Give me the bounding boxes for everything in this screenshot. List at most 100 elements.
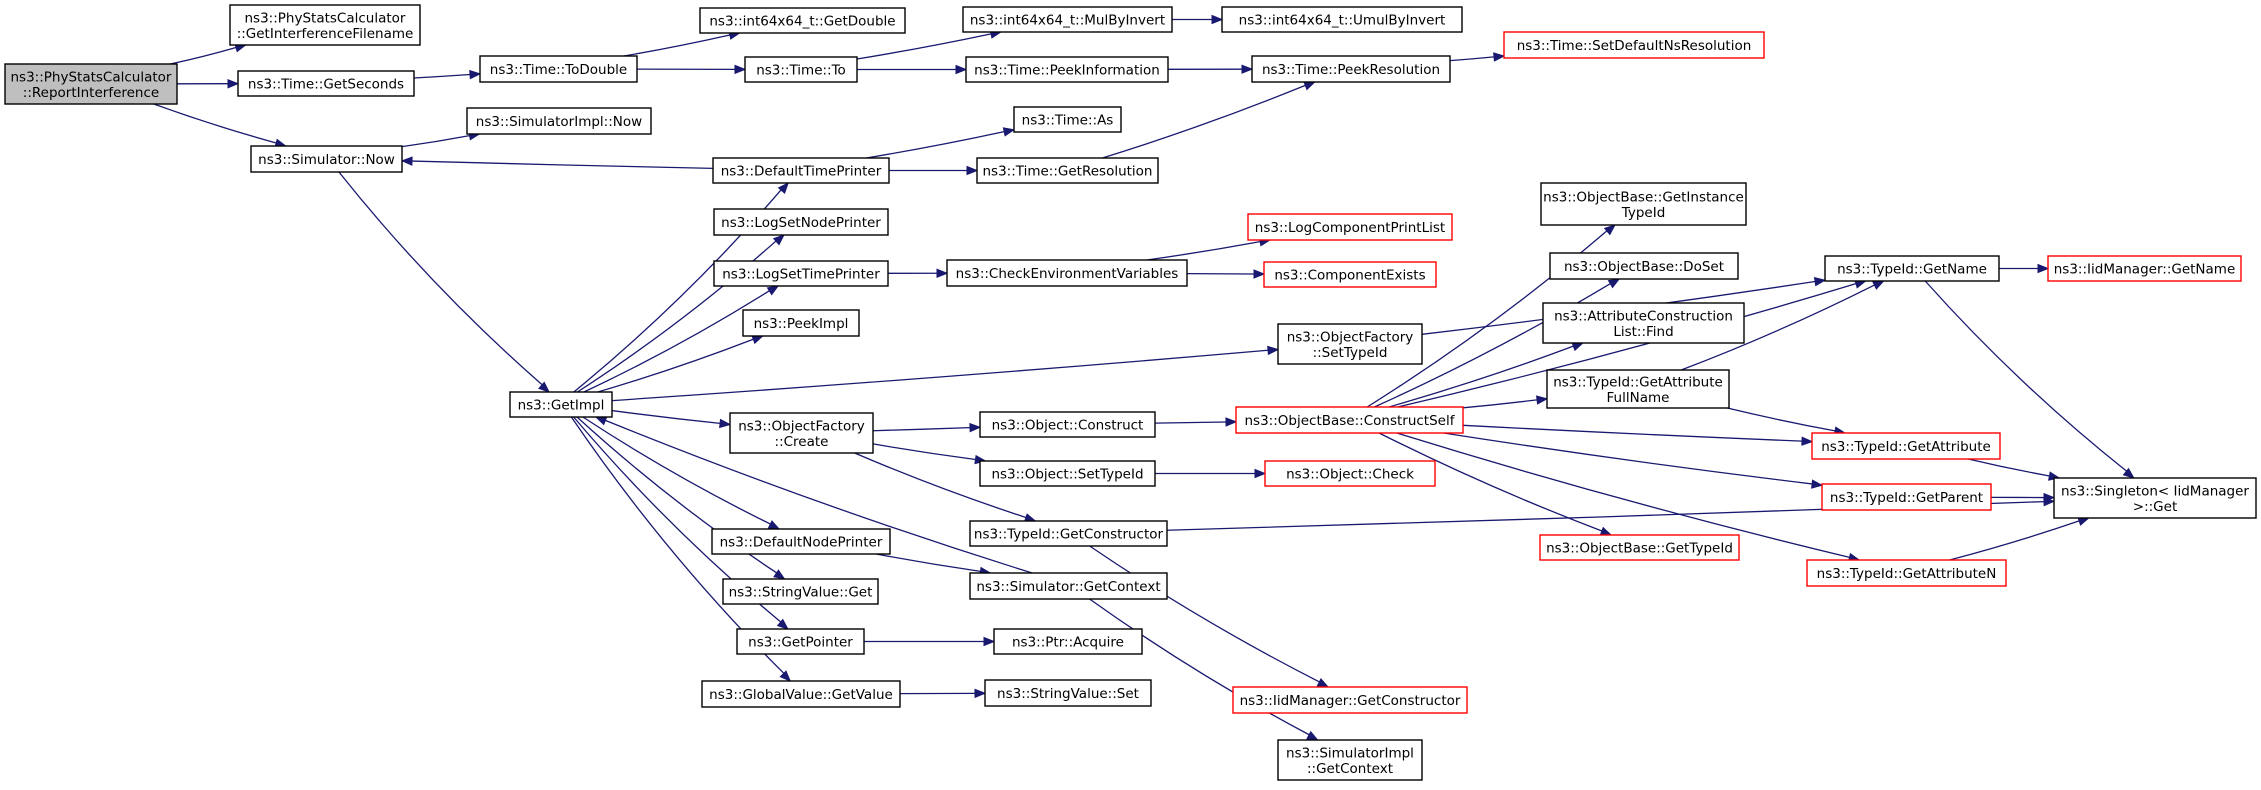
node-root: ns3::PhyStatsCalculator::ReportInterfere… [5,64,177,104]
edge-getimpl-to-objectfactory-settypeid [612,350,1268,400]
node-iidmanager-getconstructor[interactable]: ns3::IidManager::GetConstructor [1233,687,1467,713]
node-time-setdefaultnsresolution[interactable]: ns3::Time::SetDefaultNsResolution [1504,32,1764,58]
node-stringvalue-get[interactable]: ns3::StringValue::Get [723,579,878,604]
arrowhead-iidmanager-getconstructor [1317,679,1328,687]
node-objectbase-constructself[interactable]: ns3::ObjectBase::ConstructSelf [1236,407,1463,433]
node-label: ns3::AttributeConstruction [1554,308,1733,324]
node-objectbase-doset[interactable]: ns3::ObjectBase::DoSet [1550,253,1738,279]
node-objectfactory-settypeid[interactable]: ns3::ObjectFactory::SetTypeId [1278,324,1422,364]
node-label: ns3::Time::PeekInformation [974,63,1160,79]
edge-objectbase-constructself-to-typeid-getattribute [1463,425,1802,441]
arrowhead-time-todouble [470,71,480,79]
node-simulator-now[interactable]: ns3::Simulator::Now [251,146,402,172]
node-time-getseconds[interactable]: ns3::Time::GetSeconds [238,71,414,96]
node-time-to[interactable]: ns3::Time::To [745,57,857,82]
node-label: ns3::Object::Construct [992,418,1144,434]
node-label: ns3::Time::GetSeconds [248,77,404,93]
node-object-check[interactable]: ns3::Object::Check [1265,461,1435,486]
node-simulatorimpl-getcontext[interactable]: ns3::SimulatorImpl::GetContext [1278,740,1422,780]
node-typeid-getconstructor[interactable]: ns3::TypeId::GetConstructor [970,521,1167,546]
node-typeid-getattribute[interactable]: ns3::TypeId::GetAttribute [1812,433,2000,459]
node-label: ns3::TypeId::GetParent [1830,490,1983,506]
node-object-construct[interactable]: ns3::Object::Construct [980,412,1155,437]
node-logsetnodeprinter[interactable]: ns3::LogSetNodePrinter [714,209,888,235]
edge-defaulttimeprinter-to-simulator-now [412,161,713,168]
node-stringvalue-set[interactable]: ns3::StringValue::Set [985,680,1151,706]
node-ptr-acquire[interactable]: ns3::Ptr::Acquire [994,629,1142,654]
node-int64-mulbyinvert[interactable]: ns3::int64x64_t::MulByInvert [963,7,1172,32]
node-simulator-getcontext[interactable]: ns3::Simulator::GetContext [970,573,1167,599]
arrowhead-logsettimeprinter [767,286,778,295]
edge-typeid-getattributefullname-to-typeid-getattribute [1727,408,1835,431]
node-getimpl[interactable]: ns3::GetImpl [510,392,612,417]
node-componentexists[interactable]: ns3::ComponentExists [1264,262,1436,287]
node-label: >::Get [2133,499,2177,515]
edge-time-peekresolution-to-time-setdefaultnsresolution [1450,57,1494,61]
edge-getimpl-to-objectfactory-create [612,411,720,424]
edges-layer [154,16,2134,741]
node-defaultnodeprinter[interactable]: ns3::DefaultNodePrinter [712,529,890,554]
node-label: ns3::Time::As [1022,113,1114,129]
node-time-getresolution[interactable]: ns3::Time::GetResolution [977,158,1158,183]
node-time-peekresolution[interactable]: ns3::Time::PeekResolution [1252,56,1450,82]
node-label: ns3::Simulator::GetContext [976,579,1160,595]
node-int64-getdouble[interactable]: ns3::int64x64_t::GetDouble [700,8,905,33]
node-label: ::GetInterferenceFilename [237,26,414,42]
arrowhead-objectbase-doset [1608,279,1619,288]
arrowhead-time-getresolution [967,167,977,175]
node-defaulttimeprinter[interactable]: ns3::DefaultTimePrinter [713,158,889,183]
node-time-as[interactable]: ns3::Time::As [1014,107,1121,132]
node-peekimpl[interactable]: ns3::PeekImpl [743,310,859,336]
node-getpointer[interactable]: ns3::GetPointer [737,629,864,654]
node-label: ns3::ObjectBase::ConstructSelf [1245,413,1456,429]
node-objectfactory-create[interactable]: ns3::ObjectFactory::Create [730,413,873,453]
arrowhead-int64-umulbyinvert [1212,16,1222,24]
node-typeid-getattributen[interactable]: ns3::TypeId::GetAttributeN [1807,560,2006,586]
arrowhead-checkenvironmentvariables [937,269,947,277]
node-simulatorimpl-now[interactable]: ns3::SimulatorImpl::Now [467,108,651,134]
node-label: ns3::TypeId::GetAttribute [1821,439,1991,455]
node-time-todouble[interactable]: ns3::Time::ToDouble [480,56,637,82]
node-label: ns3::LogSetTimePrinter [722,267,880,283]
edge-typeid-getattributen-to-singleton-get [1950,521,2080,560]
edge-simulator-now-to-getimpl [339,172,542,385]
node-label: ns3::ObjectBase::GetTypeId [1546,541,1733,557]
node-checkenvironmentvariables[interactable]: ns3::CheckEnvironmentVariables [947,260,1187,286]
node-label: ns3::ObjectFactory [1287,329,1414,345]
node-objectbase-gettypeid[interactable]: ns3::ObjectBase::GetTypeId [1540,535,1739,560]
arrowhead-time-to [735,65,745,73]
node-label: ns3::StringValue::Get [729,585,873,601]
node-time-peekinformation[interactable]: ns3::Time::PeekInformation [966,57,1168,82]
arrowhead-defaultnodeprinter [768,521,779,529]
node-logsettimeprinter[interactable]: ns3::LogSetTimePrinter [714,261,888,286]
arrowhead-typeid-getparent [1812,480,1822,488]
arrowhead-objectfactory-create [720,420,730,428]
node-label: ns3::int64x64_t::UmulByInvert [1239,13,1446,29]
edge-time-todouble-to-int64-getdouble [624,35,730,56]
arrowhead-peekimpl [752,336,763,343]
node-label: ns3::Time::ToDouble [490,62,627,78]
edge-object-construct-to-objectbase-constructself [1155,422,1226,423]
node-logcomponentprintlist[interactable]: ns3::LogComponentPrintList [1248,214,1452,240]
node-getinterferencefilename[interactable]: ns3::PhyStatsCalculator::GetInterference… [230,5,420,45]
node-label: ns3::StringValue::Set [997,686,1139,702]
node-globalvalue-getvalue[interactable]: ns3::GlobalValue::GetValue [702,681,900,707]
node-object-settypeid[interactable]: ns3::Object::SetTypeId [980,461,1155,486]
node-label: ns3::Time::To [756,63,846,79]
node-typeid-getname[interactable]: ns3::TypeId::GetName [1825,256,1999,281]
node-label: ns3::Simulator::Now [258,152,395,168]
arrowhead-getimpl [596,417,607,424]
node-label: ns3::TypeId::GetAttribute [1553,374,1723,390]
node-label: ns3::IidManager::GetName [2054,262,2236,278]
arrowhead-objectbase-gettypeid [1600,528,1611,535]
node-iidmanager-getname[interactable]: ns3::IidManager::GetName [2048,256,2241,281]
node-singleton-get[interactable]: ns3::Singleton< IidManager >::Get [2054,478,2256,518]
node-int64-umulbyinvert[interactable]: ns3::int64x64_t::UmulByInvert [1222,7,1462,32]
node-label: ::GetContext [1307,761,1393,777]
node-label: ns3::CheckEnvironmentVariables [956,266,1179,282]
arrowhead-simulatorimpl-getcontext [1307,732,1318,740]
node-typeid-getparent[interactable]: ns3::TypeId::GetParent [1822,484,1991,510]
